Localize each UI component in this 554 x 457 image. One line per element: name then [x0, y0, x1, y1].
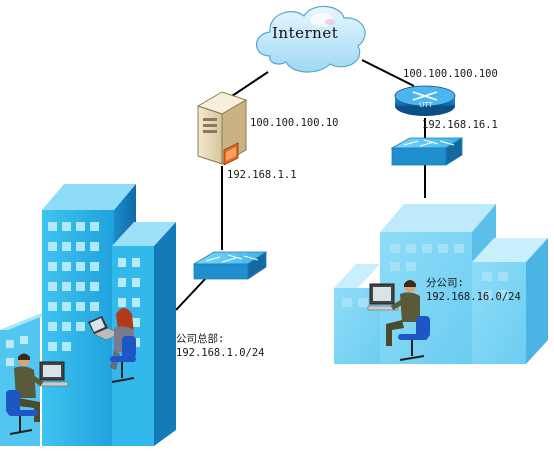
branch-building-icon [334, 204, 548, 364]
branch-switch-icon [390, 137, 464, 166]
hq-user-laptop-icon [88, 308, 136, 383]
branch-subnet-label: 192.168.16.0/24 [426, 291, 521, 303]
router-icon [394, 85, 456, 116]
router-public-ip-label: 100.100.100.100 [403, 68, 498, 80]
router-lan-ip-label: 192.168.16.1 [422, 119, 498, 131]
branch-user-desktop-icon [367, 280, 430, 361]
server-lan-ip-label: 192.168.1.1 [227, 169, 297, 181]
hq-name-label: 公司总部: [176, 333, 225, 345]
link-cloud-router [361, 59, 415, 87]
hq-user-desktop-icon [6, 353, 69, 435]
link-switch-hq [175, 277, 207, 311]
hq-switch-icon [192, 251, 268, 280]
internet-cloud-icon [255, 5, 366, 73]
internet-label: Internet [272, 24, 339, 42]
branch-name-label: 分公司: [426, 277, 464, 289]
server-public-ip-label: 100.100.100.10 [250, 117, 339, 129]
server-icon [196, 91, 248, 166]
router-badge: UTT [419, 102, 433, 109]
hq-subnet-label: 192.168.1.0/24 [176, 347, 265, 359]
